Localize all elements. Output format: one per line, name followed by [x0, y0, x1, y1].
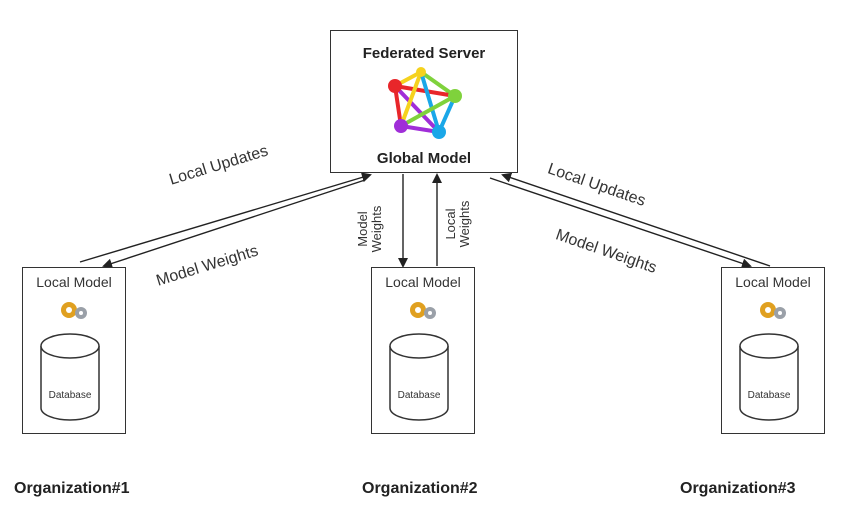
- federated-server-box: Federated Server Global Model: [330, 30, 518, 173]
- edge-label-center-local-weights: Local Weights: [443, 194, 472, 254]
- org-3-box: Local Model Database: [721, 267, 825, 434]
- local-model-label: Local Model: [735, 274, 811, 290]
- server-title: Federated Server: [362, 45, 486, 62]
- org-2-name: Organization#2: [362, 480, 478, 497]
- org-1-name: Organization#1: [14, 480, 130, 497]
- local-model-label: Local Model: [36, 274, 112, 290]
- arrow-left-model-weights: [102, 179, 366, 269]
- center-local-line1: Local: [443, 208, 458, 240]
- center-model-line2: Weights: [369, 205, 384, 253]
- gears-icon: [760, 302, 786, 319]
- gears-icon: [410, 302, 436, 319]
- center-local-line2: Weights: [457, 200, 472, 248]
- graph-network-icon: [388, 67, 462, 139]
- database-label: Database: [397, 390, 441, 401]
- arrow-right-model-weights: [489, 177, 752, 269]
- org-3-name: Organization#3: [680, 480, 796, 497]
- database-icon: [389, 333, 449, 421]
- arrow-right-local-updates: [501, 172, 771, 267]
- org-2-box: Local Model Database: [371, 267, 475, 434]
- database-icon: [739, 333, 799, 421]
- database-label: Database: [747, 390, 791, 401]
- gears-icon: [61, 302, 87, 319]
- database-icon: [40, 333, 100, 421]
- arrow-left-local-updates: [79, 172, 372, 263]
- org-1-box: Local Model Database: [22, 267, 126, 434]
- edge-label-center-model-weights: Model Weights: [355, 199, 384, 259]
- server-subtitle: Global Model: [376, 150, 472, 167]
- center-model-line1: Model: [355, 211, 370, 247]
- database-label: Database: [48, 390, 92, 401]
- local-model-label: Local Model: [385, 274, 461, 290]
